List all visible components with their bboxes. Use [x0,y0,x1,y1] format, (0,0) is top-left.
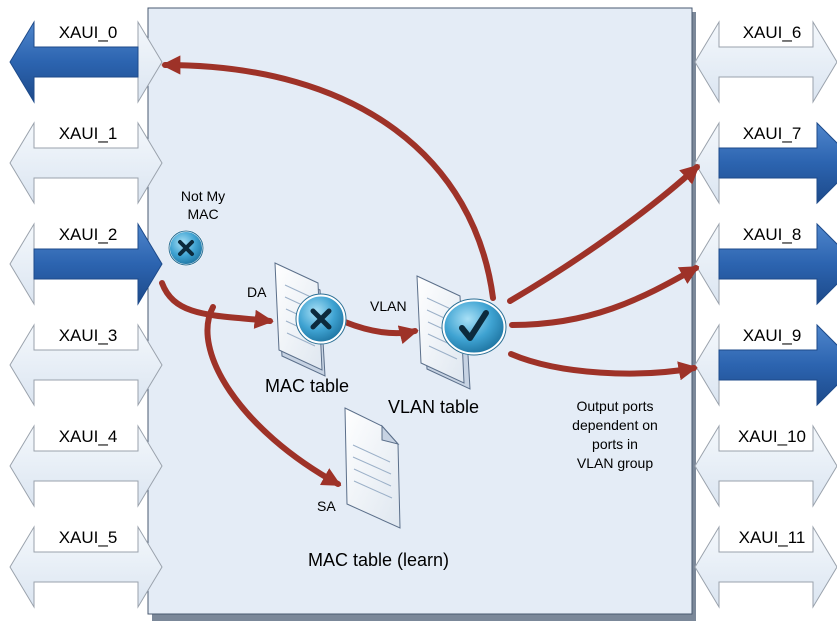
flow-lines [159,55,700,487]
port-xaui-1-arrow [9,121,163,205]
port-xaui-10: XAUI_10 [694,424,837,508]
port-xaui-10-label: XAUI_10 [738,427,806,446]
port-xaui-1-label: XAUI_1 [59,124,118,143]
vlan-table-label: VLAN table [388,397,479,417]
da-lookup-label: DA [247,284,267,300]
port-xaui-10-arrow [694,424,837,508]
output-note-line-4: VLAN group [577,455,653,471]
port-xaui-2-tail [9,222,35,306]
port-xaui-8-arrow [718,222,837,306]
port-xaui-6: XAUI_6 [694,20,837,104]
port-xaui-7-tail [694,121,720,205]
flow-vlan-to-xaui-7 [507,164,700,304]
flow-mac-to-vlan [342,319,419,345]
port-xaui-6-arrow [694,20,837,104]
sa-lookup-label: SA [317,498,336,514]
port-xaui-0-arrow [9,20,139,104]
port-xaui-2-arrow [33,222,163,306]
learn-table-document [344,407,401,529]
port-xaui-3-arrow [9,323,163,407]
port-xaui-9-tail [694,323,720,407]
port-xaui-4-arrow [9,424,163,508]
mac-table-label: MAC table [265,376,349,396]
port-xaui-11-arrow [694,525,837,609]
port-xaui-3-label: XAUI_3 [59,326,118,345]
not-my-mac-label-line2: MAC [187,206,218,222]
vlan-lookup-label: VLAN [370,298,407,314]
port-xaui-9: XAUI_9 [694,323,837,407]
output-ports-note: Output ports dependent on ports in VLAN … [572,398,658,471]
port-xaui-2-label: XAUI_2 [59,225,118,244]
port-xaui-0-label: XAUI_0 [59,23,118,42]
port-xaui-7-label: XAUI_7 [743,124,802,143]
port-xaui-1: XAUI_1 [9,121,163,205]
flow-vlan-to-xaui-0 [161,55,496,301]
port-xaui-5-label: XAUI_5 [59,528,118,547]
port-xaui-7-arrow [718,121,837,205]
port-xaui-0: XAUI_0 [9,20,163,104]
flow-vlan-to-xaui-9 [508,351,698,381]
output-note-line-1: Output ports [576,398,653,414]
port-xaui-9-arrow [718,323,837,407]
port-xaui-11-label: XAUI_11 [739,528,806,547]
output-note-line-2: dependent on [572,417,658,433]
learn-table-label: MAC table (learn) [308,550,449,570]
port-xaui-8-label: XAUI_8 [743,225,802,244]
port-xaui-4: XAUI_4 [9,424,163,508]
port-xaui-5: XAUI_5 [9,525,163,609]
port-xaui-4-label: XAUI_4 [59,427,118,446]
port-xaui-2: XAUI_2 [9,222,163,306]
port-xaui-3: XAUI_3 [9,323,163,407]
flow-to-learn-table [204,304,342,487]
mac-table-x-icon [295,293,347,345]
port-xaui-8: XAUI_8 [694,222,837,306]
port-xaui-8-tail [694,222,720,306]
not-my-mac-x-icon [168,230,204,266]
port-xaui-6-label: XAUI_6 [743,23,802,42]
vlan-table-check-icon [441,298,507,356]
port-xaui-11: XAUI_11 [694,525,837,609]
flow-ingress-to-mac-table [159,280,274,329]
port-xaui-5-arrow [9,525,163,609]
flow-vlan-to-xaui-8 [509,265,700,328]
not-my-mac-label-line1: Not My [181,188,225,204]
port-xaui-7: XAUI_7 [694,121,837,205]
port-xaui-9-label: XAUI_9 [743,326,802,345]
output-note-line-3: ports in [592,436,638,452]
